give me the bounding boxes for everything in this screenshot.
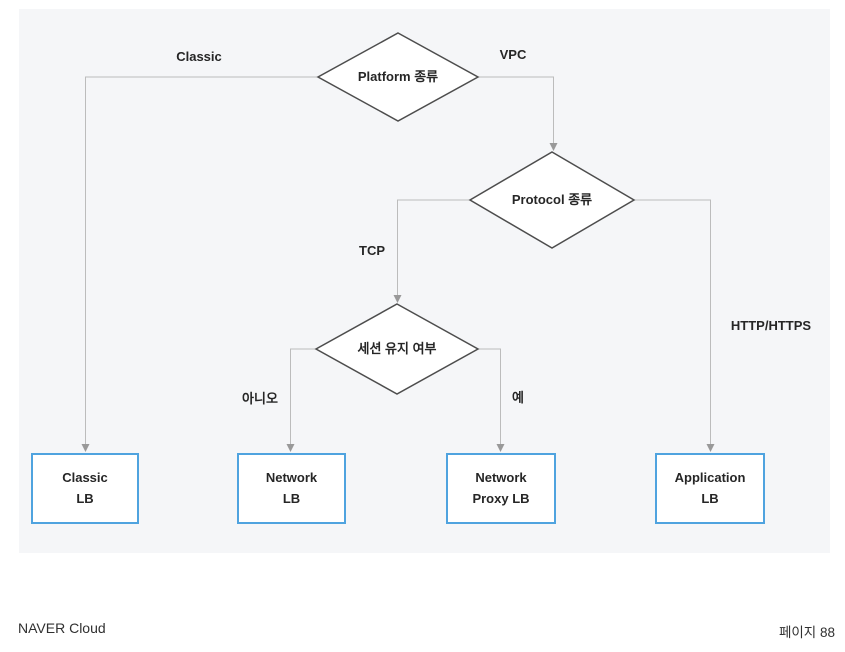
decision-platform-type-shape <box>316 32 480 122</box>
result-box-network-proxy-lb: Network Proxy LB <box>446 453 556 524</box>
edge-label-no: 아니오 <box>242 391 278 406</box>
connector-no <box>290 348 316 445</box>
edge-label-yes: 예 <box>512 390 524 405</box>
connector-http-https <box>634 199 711 445</box>
footer-page-number: 페이지 88 <box>778 625 835 640</box>
result-box-classic-lb: Classic LB <box>31 453 139 524</box>
connector-lines <box>85 76 711 445</box>
result-box-network-lb: Network LB <box>237 453 346 524</box>
connector-classic <box>85 76 318 445</box>
decision-protocol-type-label: Protocol 종류 <box>511 192 593 207</box>
arrow-into-session-decision <box>393 295 402 303</box>
result-box-application-lb: Application LB <box>655 453 765 524</box>
arrow-into-network-lb <box>286 444 295 452</box>
arrow-into-protocol-decision <box>549 143 558 151</box>
decision-session-persistence-shape <box>314 303 480 395</box>
arrow-into-classic-lb <box>81 444 90 452</box>
edge-label-tcp: TCP <box>359 243 385 258</box>
edge-label-vpc: VPC <box>499 47 527 62</box>
footer-brand: NAVER Cloud <box>18 620 106 636</box>
connector-vpc <box>478 76 554 144</box>
connector-yes <box>478 348 501 445</box>
arrow-into-network-proxy-lb <box>496 444 505 452</box>
connector-tcp <box>397 199 470 296</box>
decision-platform-type-label: Platform 종류 <box>357 69 439 84</box>
arrow-into-application-lb <box>706 444 715 452</box>
decision-protocol-type-shape <box>468 151 636 249</box>
decision-session-persistence-label: 세션 유지 여부 <box>357 341 437 356</box>
decision-shapes <box>314 32 636 395</box>
edge-label-http-https: HTTP/HTTPS <box>730 318 812 333</box>
arrow-heads <box>81 143 715 452</box>
edge-label-classic: Classic <box>176 49 222 64</box>
